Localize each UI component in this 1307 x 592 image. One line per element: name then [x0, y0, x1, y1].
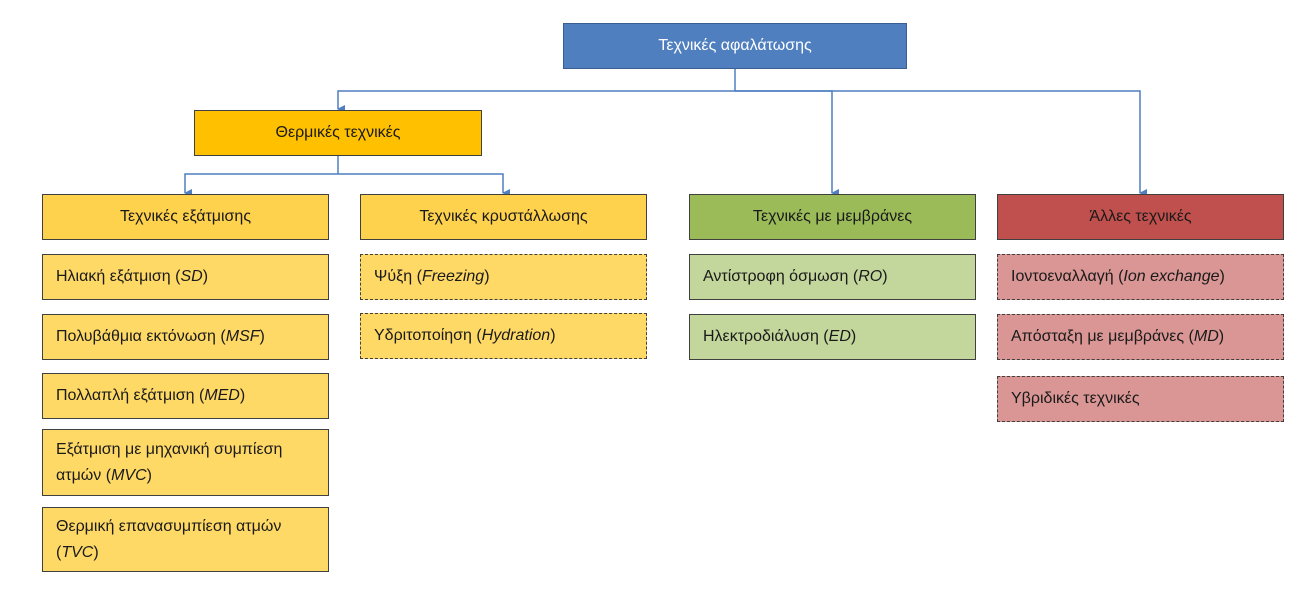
- connector-root-other: [735, 90, 1147, 197]
- root-label: Τεχνικές αφαλάτωσης: [658, 37, 812, 54]
- other-item: Ιοντοεναλλαγή (Ion exchange): [997, 254, 1284, 300]
- other-item: Υβριδικές τεχνικές: [997, 376, 1284, 422]
- item-text: Αντίστροφη όσμωση (RO): [703, 268, 888, 285]
- membrane-label: Τεχνικές με μεμβράνες: [752, 208, 913, 225]
- crystallization-techniques-node: Τεχνικές κρυστάλλωσης: [360, 194, 647, 240]
- connector-thermal-crystallization: [338, 173, 510, 197]
- item-text: Θερμική επανασυμπίεση ατμών (TVC): [56, 517, 282, 561]
- connector-root-thermal: [337, 90, 735, 113]
- other-item: Απόσταξη με μεμβράνες (MD): [997, 314, 1284, 360]
- membrane-item: Αντίστροφη όσμωση (RO): [689, 254, 976, 300]
- item-text: Εξάτμιση με μηχανική συμπίεση ατμών (MVC…: [56, 440, 283, 484]
- thermal-techniques-node: Θερμικές τεχνικές: [194, 110, 482, 156]
- crystallization-item: Υδριτοποίηση (Hydration): [360, 313, 647, 359]
- crystallization-item: Ψύξη (Freezing): [360, 254, 647, 300]
- item-text: Υδριτοποίηση (Hydration): [374, 327, 556, 344]
- item-text: Ιοντοεναλλαγή (Ion exchange): [1011, 268, 1225, 285]
- connector-thermal-evaporation: [184, 173, 338, 197]
- evaporation-item: Εξάτμιση με μηχανική συμπίεση ατμών (MVC…: [42, 429, 329, 496]
- evaporation-item: Πολλαπλή εξάτμιση (MED): [42, 373, 329, 419]
- evaporation-techniques-node: Τεχνικές εξάτμισης: [42, 194, 329, 240]
- item-text: Υβριδικές τεχνικές: [1011, 390, 1140, 407]
- thermal-label: Θερμικές τεχνικές: [275, 124, 401, 141]
- item-text: Ηλεκτροδιάλυση (ED): [703, 328, 857, 345]
- crystallization-label: Τεχνικές κρυστάλλωσης: [419, 208, 588, 225]
- evaporation-item: Ηλιακή εξάτμιση (SD): [42, 254, 329, 300]
- evaporation-label: Τεχνικές εξάτμισης: [119, 208, 252, 225]
- item-text: Απόσταξη με μεμβράνες (MD): [1011, 328, 1225, 345]
- membrane-item: Ηλεκτροδιάλυση (ED): [689, 314, 976, 360]
- item-text: Πολλαπλή εξάτμιση (MED): [56, 387, 246, 404]
- other-techniques-node: Άλλες τεχνικές: [997, 194, 1284, 240]
- membrane-techniques-node: Τεχνικές με μεμβράνες: [689, 194, 976, 240]
- connector-root-membrane: [735, 90, 839, 197]
- evaporation-item: Πολυβάθμια εκτόνωση (MSF): [42, 314, 329, 360]
- item-text: Ψύξη (Freezing): [374, 268, 490, 285]
- item-text: Πολυβάθμια εκτόνωση (MSF): [56, 328, 265, 345]
- evaporation-item: Θερμική επανασυμπίεση ατμών (TVC): [42, 507, 329, 572]
- root-node: Τεχνικές αφαλάτωσης: [563, 23, 907, 69]
- item-text: Ηλιακή εξάτμιση (SD): [56, 268, 209, 285]
- other-label: Άλλες τεχνικές: [1089, 208, 1192, 225]
